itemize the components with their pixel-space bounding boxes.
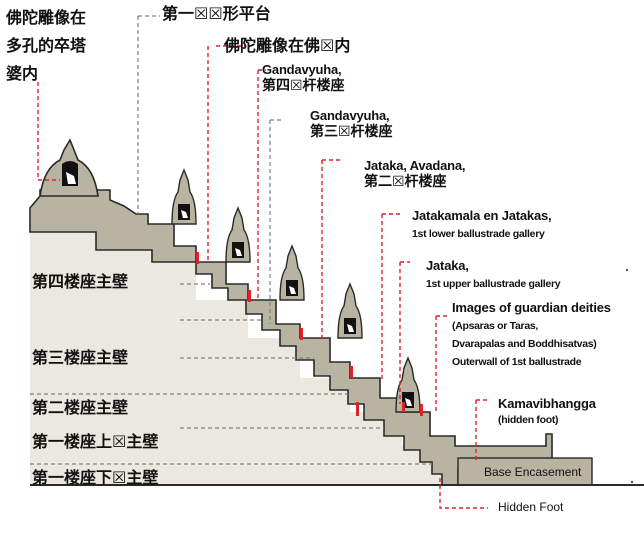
wall-first-lower-label: 第一楼座下☒主壁 <box>32 468 159 487</box>
gandavyuha-3-cn: 第三☒杆楼座 <box>310 124 393 140</box>
wall-first-upper-label: 第一楼座上☒主壁 <box>32 432 159 451</box>
gandavyuha-4-cn: 第四☒杆楼座 <box>262 78 345 94</box>
kamavibhangga-label: Kamavibhangga <box>498 396 596 411</box>
gandavyuha-4-en: Gandavyuha, <box>262 62 342 77</box>
top-stupa-caption-line3: 婆内 <box>6 64 39 83</box>
wall-second-label: 第二楼座主壁 <box>32 398 129 417</box>
edge-dot <box>630 480 634 484</box>
top-stupa-caption-line2: 多孔的卒塔 <box>6 36 87 55</box>
guardian-line4: Outerwall of 1st ballustrade <box>452 356 582 368</box>
hidden-foot-label: Hidden Foot <box>498 500 564 514</box>
stupa-terrace-3 <box>279 244 305 301</box>
wall-third-label: 第三楼座主壁 <box>32 348 129 367</box>
first-platform-label: 第一☒☒形平台 <box>162 4 271 23</box>
buddha-statue-label: 佛陀雕像在佛☒内 <box>224 36 351 55</box>
guardian-line1: Images of guardian deities <box>452 300 611 315</box>
guardian-line3: Dvarapalas and Boddhisatvas) <box>452 338 597 350</box>
hidden-foot-paren-label: (hidden foot) <box>498 414 559 426</box>
base-encasement-block <box>457 457 593 486</box>
jataka-sublabel: 1st upper ballustrade gallery <box>426 278 561 290</box>
jataka-avadana-en: Jataka, Avadana, <box>364 158 466 173</box>
relief-markers <box>196 252 423 416</box>
top-stupa-caption-line1: 佛陀雕像在 <box>6 8 87 27</box>
stupa-terrace-1 <box>171 168 197 225</box>
base-encasement-label: Base Encasement <box>484 465 582 479</box>
red-leader-lines <box>37 45 490 509</box>
jatakamala-sublabel: 1st lower ballustrade gallery <box>412 228 545 240</box>
guardian-line2: (Apsaras or Taras, <box>452 320 539 332</box>
stupa-terrace-2 <box>225 206 251 263</box>
inner-core-light <box>30 232 455 485</box>
top-stupa <box>39 138 99 197</box>
jataka-avadana-cn: 第二☒杆楼座 <box>364 174 447 190</box>
gray-guide-lines <box>30 15 432 465</box>
wall-fourth-label: 第四楼座主壁 <box>32 272 129 291</box>
stupa-terrace-4 <box>337 282 363 339</box>
edge-dot <box>625 268 629 272</box>
gandavyuha-3-en: Gandavyuha, <box>310 108 390 123</box>
jataka-label: Jataka, <box>426 258 469 273</box>
jatakamala-label: Jatakamala en Jatakas, <box>412 208 552 223</box>
